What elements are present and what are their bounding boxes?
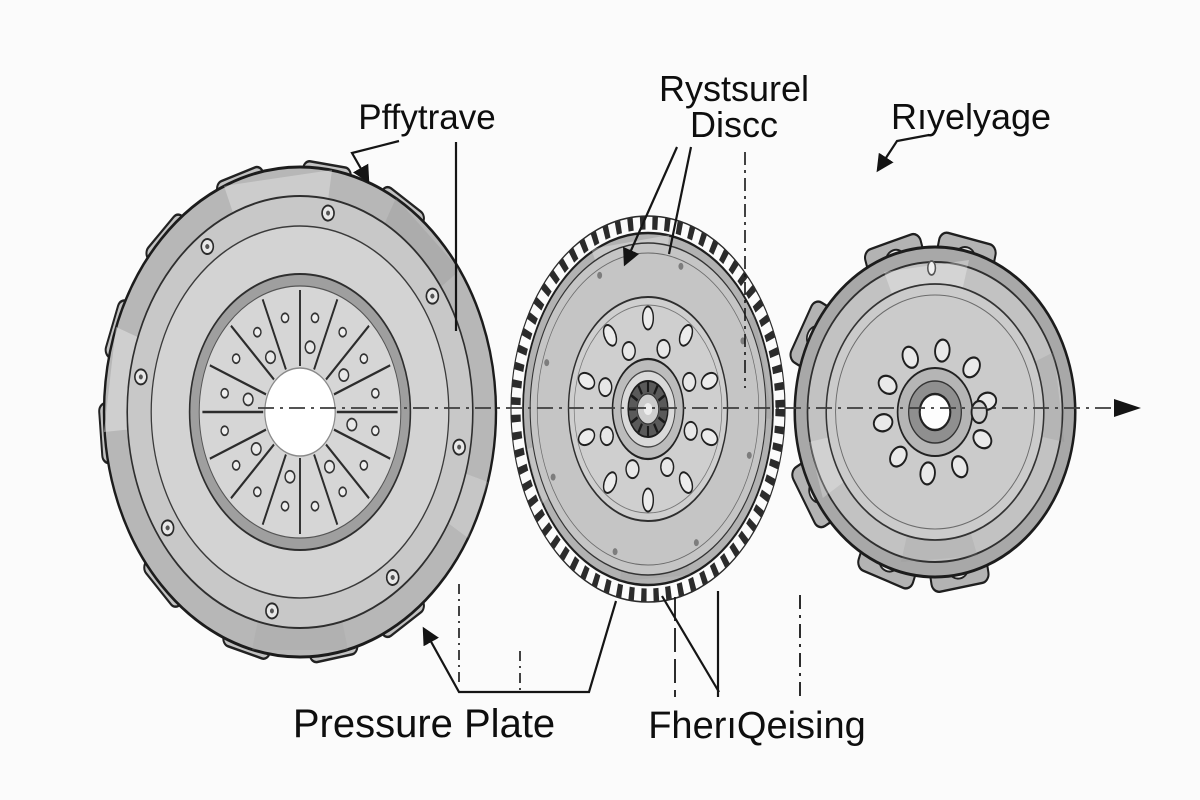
pressure-plate-cover [97, 159, 498, 665]
leader-arrow-disc [623, 146, 679, 267]
cover-center-bore [264, 367, 336, 457]
leader-line-disc [667, 146, 693, 255]
label-flywheel-housing: FherıQeising [648, 705, 866, 747]
damper-groove [573, 304, 723, 514]
axis-centerline [258, 399, 1141, 417]
label-flywheel-cover: Rıyelyage [891, 96, 1051, 137]
label-clutch-disc-line1: Rystsurel [659, 68, 809, 109]
flywheel-side-hole [970, 399, 988, 425]
gear-teeth-tips [510, 215, 786, 603]
clutch-disc [510, 215, 786, 603]
centerline-arrowhead-icon [1114, 399, 1141, 417]
leader-lines [350, 133, 930, 700]
leader-arrow-riyelyage [876, 133, 930, 173]
flywheel [786, 229, 1077, 595]
gear-teeth [511, 216, 785, 602]
label-pressure-plate-cover: Pffytrave [358, 98, 495, 137]
leader-pressure-plate [422, 600, 618, 694]
friction-face-groove [536, 252, 760, 566]
flywheel-face-groove [835, 294, 1035, 530]
flywheel-top-hole [927, 260, 937, 276]
bore-center-dot [643, 403, 653, 415]
label-pressure-plate: Pressure Plate [293, 702, 555, 746]
leader-line-fherqeising [661, 595, 720, 693]
flywheel-center-bore [918, 392, 952, 432]
label-clutch-disc-line2: Discc [690, 104, 778, 145]
leader-arrow-pffytrave [350, 139, 400, 184]
